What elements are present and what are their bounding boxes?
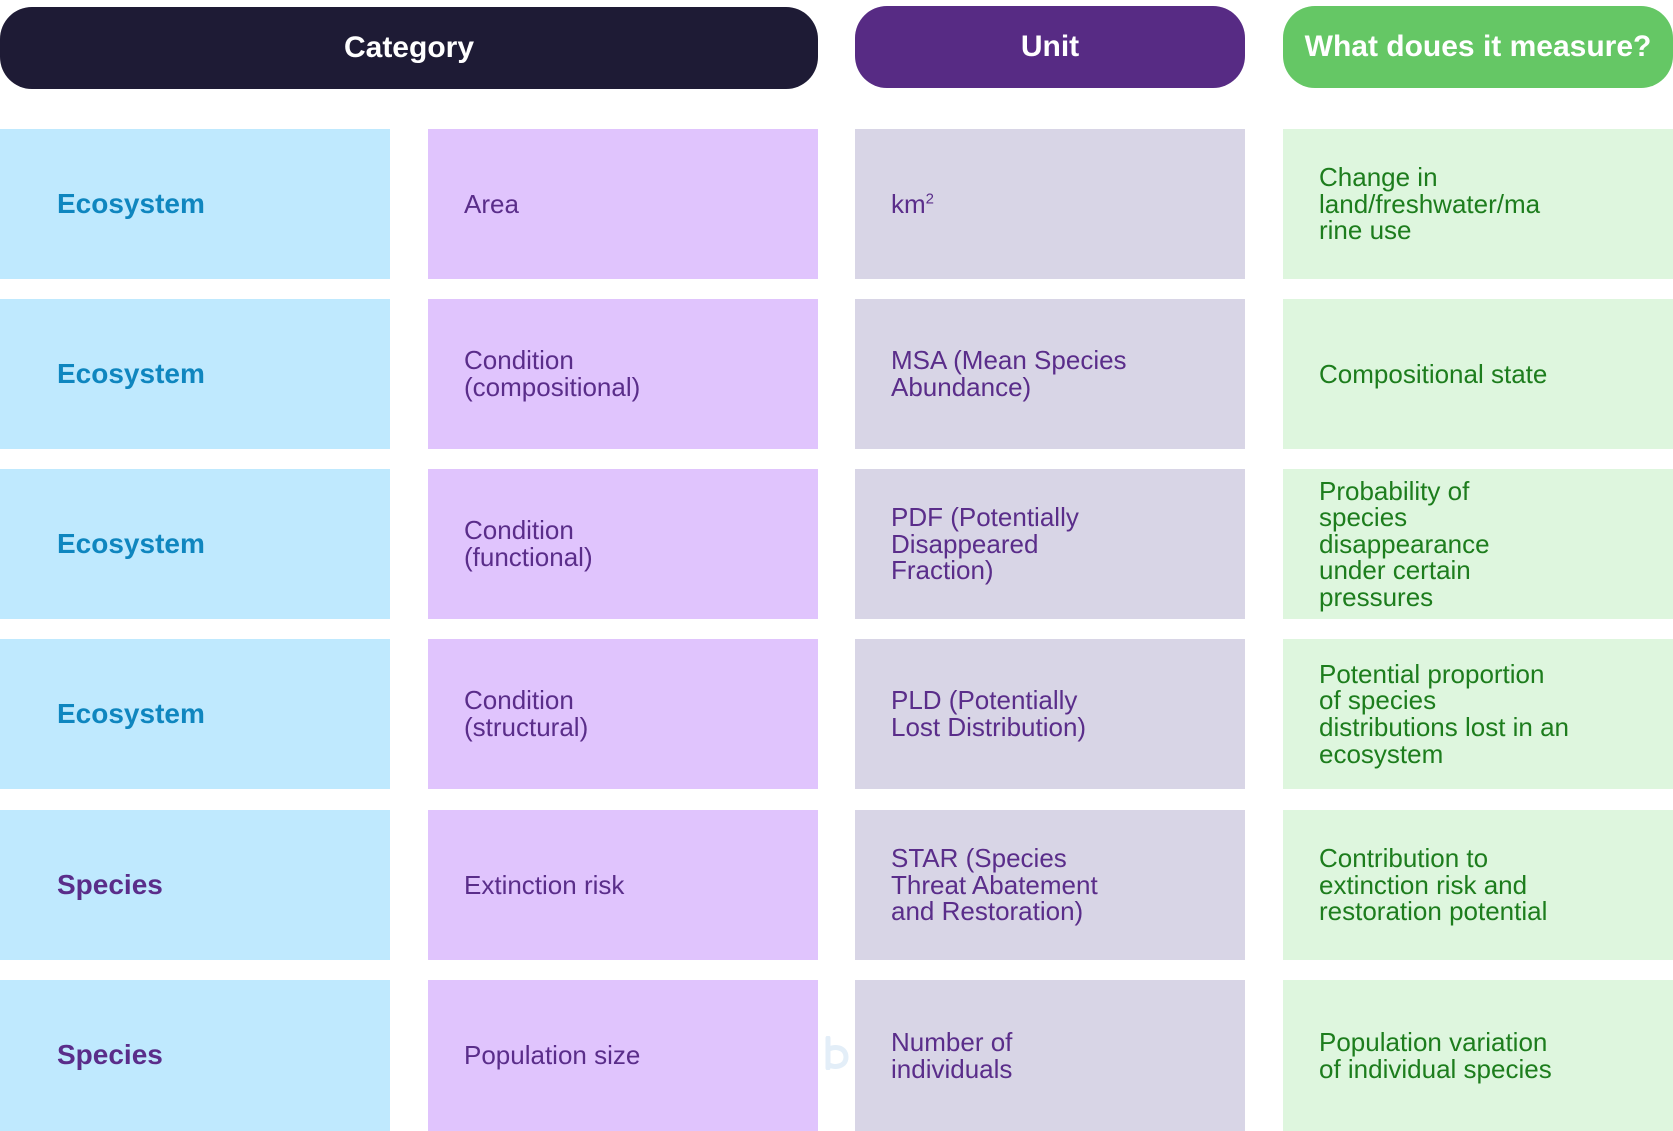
row-3-subcategory-cell: Condition (functional) xyxy=(428,469,818,619)
row-1-measure: Change in land/freshwater/ma rine use xyxy=(1319,162,1541,246)
row-4-measure-cell: Potential proportion of species distribu… xyxy=(1283,639,1673,789)
category-header-label: Category xyxy=(343,31,475,65)
row-2-measure-cell: Compositional state xyxy=(1283,299,1673,449)
row-3-subcategory: Condition (functional) xyxy=(464,515,593,572)
row-3-measure-cell: Probability of species disappearance und… xyxy=(1283,469,1673,619)
row-1-type: Ecosystem xyxy=(57,187,205,219)
unit-header-label: Unit xyxy=(1020,30,1080,64)
row-2-type-cell: Ecosystem xyxy=(0,299,390,449)
unit-header: Unit xyxy=(855,6,1245,88)
row-1-subcategory: Area xyxy=(464,188,519,219)
row-4-measure: Potential proportion of species distribu… xyxy=(1319,658,1570,769)
row-3-unit: PDF (Potentially Disappeared Fraction) xyxy=(891,502,1079,586)
row-3-type: Ecosystem xyxy=(57,527,205,559)
row-1-type-cell: Ecosystem xyxy=(0,129,390,279)
row-6-measure: Population variation of individual speci… xyxy=(1319,1026,1552,1084)
row-4-unit-cell: PLD (Potentially Lost Distribution) xyxy=(855,639,1245,789)
row-5-measure: Contribution to extinction risk and rest… xyxy=(1319,843,1548,927)
row-5-measure-cell: Contribution to extinction risk and rest… xyxy=(1283,810,1673,960)
row-2-type: Ecosystem xyxy=(57,357,205,389)
row-1-unit-superscript: 2 xyxy=(925,190,935,208)
row-6-unit-cell: Number of individuals xyxy=(855,980,1245,1131)
row-1-unit: km2 xyxy=(891,188,935,219)
row-5-type-cell: Species xyxy=(0,810,390,960)
row-3-type-cell: Ecosystem xyxy=(0,469,390,619)
row-4-unit: PLD (Potentially Lost Distribution) xyxy=(891,685,1087,742)
row-4-subcategory-cell: Condition (structural) xyxy=(428,639,818,789)
row-6-subcategory: Population size xyxy=(464,1040,641,1071)
row-6-type: Species xyxy=(57,1039,163,1071)
row-6-subcategory-cell: Population size xyxy=(428,980,818,1131)
row-4-subcategory: Condition (structural) xyxy=(464,685,589,742)
row-6-unit: Number of individuals xyxy=(891,1026,1013,1084)
row-2-unit: MSA (Mean Species Abundance) xyxy=(891,345,1127,402)
row-5-unit: STAR (Species Threat Abatement and Resto… xyxy=(891,843,1098,927)
row-4-type-cell: Ecosystem xyxy=(0,639,390,789)
row-1-subcategory-cell: Area xyxy=(428,129,818,279)
row-1-unit-base: km xyxy=(891,188,926,219)
measure-header: What doues it measure? xyxy=(1283,6,1673,88)
row-2-subcategory: Condition (compositional) xyxy=(464,345,641,402)
row-2-measure: Compositional state xyxy=(1319,358,1548,389)
category-header: Category xyxy=(0,7,818,89)
row-3-measure: Probability of species disappearance und… xyxy=(1319,475,1490,612)
b-logo-icon-svg xyxy=(825,1035,849,1071)
row-1-measure-cell: Change in land/freshwater/ma rine use xyxy=(1283,129,1673,279)
measure-header-label: What doues it measure? xyxy=(1304,30,1652,64)
row-4-type: Ecosystem xyxy=(57,697,205,729)
row-2-subcategory-cell: Condition (compositional) xyxy=(428,299,818,449)
row-5-type: Species xyxy=(57,868,163,900)
b-logo-icon xyxy=(822,1035,852,1071)
row-6-measure-cell: Population variation of individual speci… xyxy=(1283,980,1673,1131)
row-1-unit-cell: km2 xyxy=(855,129,1245,279)
row-5-unit-cell: STAR (Species Threat Abatement and Resto… xyxy=(855,810,1245,960)
row-5-subcategory-cell: Extinction risk xyxy=(428,810,818,960)
row-2-unit-cell: MSA (Mean Species Abundance) xyxy=(855,299,1245,449)
row-5-subcategory: Extinction risk xyxy=(464,869,625,900)
row-6-type-cell: Species xyxy=(0,980,390,1131)
row-3-unit-cell: PDF (Potentially Disappeared Fraction) xyxy=(855,469,1245,619)
